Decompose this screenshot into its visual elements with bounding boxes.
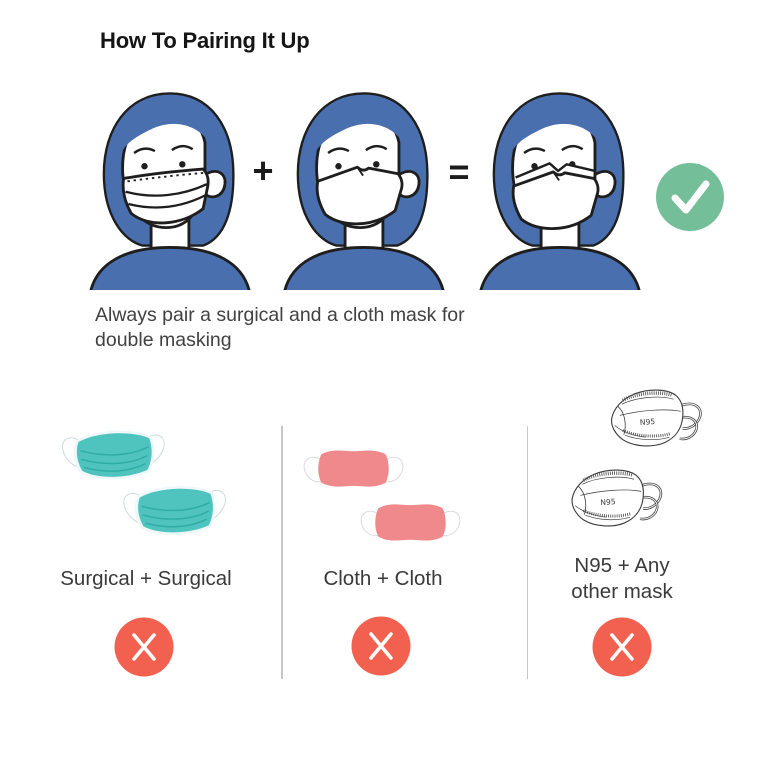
plus-sign: + xyxy=(252,150,274,191)
caption-text: Always pair a surgical and a cloth mask … xyxy=(95,304,465,352)
two-n95-masks-illustration xyxy=(570,388,703,528)
combo-label-n95-any: N95 + Any other mask xyxy=(571,554,673,603)
cross-icon xyxy=(114,617,174,677)
two-surgical-masks-illustration xyxy=(61,429,227,535)
equals-sign: = xyxy=(448,151,470,192)
column-divider xyxy=(527,426,528,679)
column-divider xyxy=(281,426,283,679)
double-mask-face-illustration xyxy=(478,92,642,290)
two-cloth-masks-illustration xyxy=(303,449,461,542)
cross-icon xyxy=(351,616,411,676)
surgical-mask-face-illustration xyxy=(88,92,252,290)
check-icon xyxy=(656,163,724,231)
combo-label-cloth-cloth: Cloth + Cloth xyxy=(323,567,443,590)
cross-icon xyxy=(592,617,652,677)
cloth-mask-face-illustration xyxy=(282,92,446,290)
page-title: How To Pairing It Up xyxy=(100,28,310,53)
combo-label-surgical-surgical: Surgical + Surgical xyxy=(60,567,232,590)
